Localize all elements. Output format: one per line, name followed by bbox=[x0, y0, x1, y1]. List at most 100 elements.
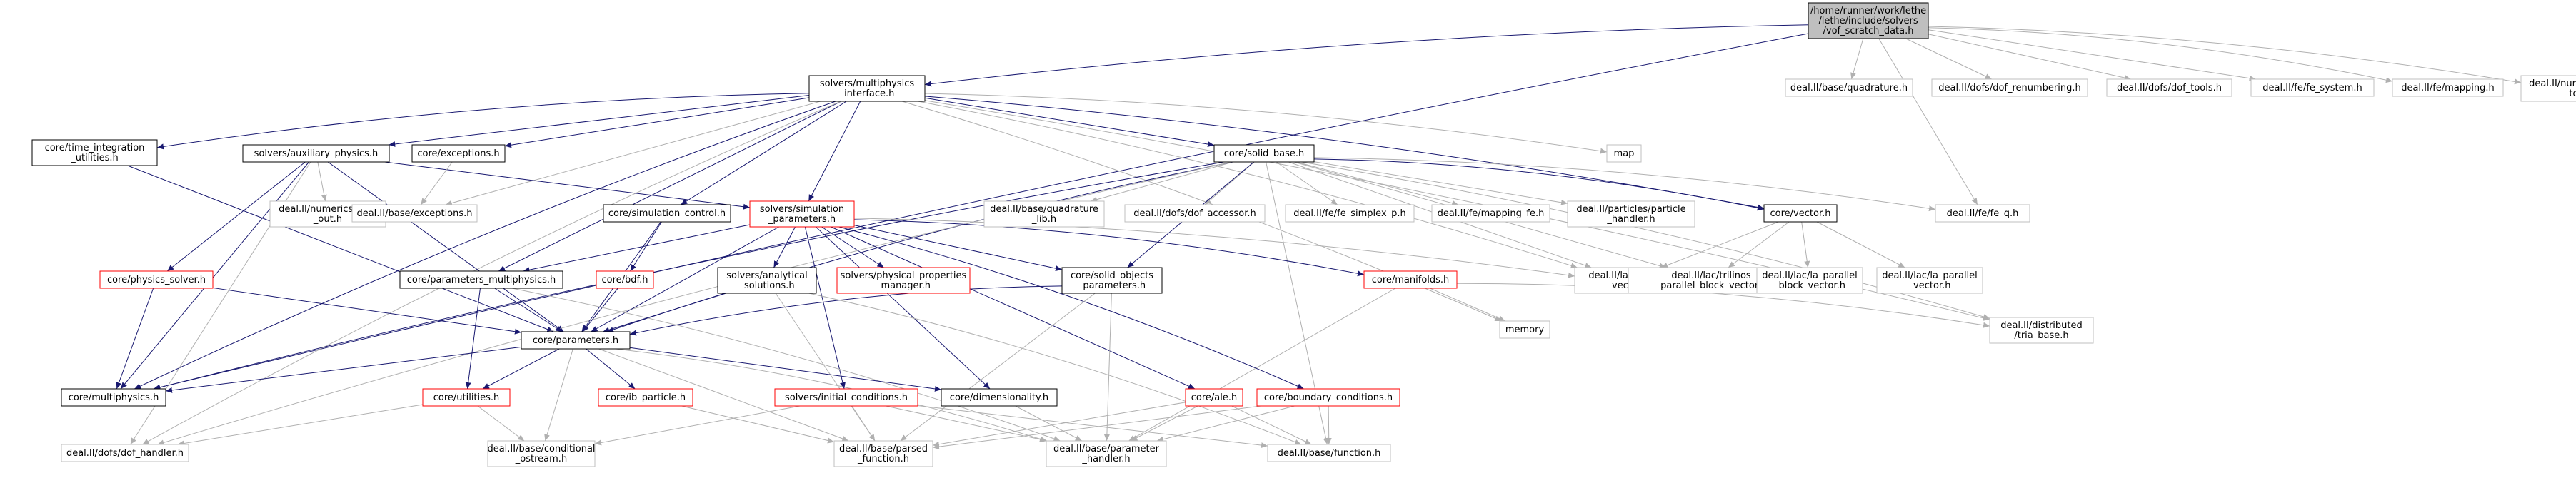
node-memory: memory bbox=[1499, 320, 1550, 339]
dependency-edge-params-to-ibparticle bbox=[586, 348, 636, 390]
node-baseexc: deal.II/base/exceptions.h bbox=[351, 204, 478, 223]
node-box-params bbox=[521, 331, 631, 350]
node-label-trilblock: _parallel_block_vector.h bbox=[1655, 280, 1767, 291]
node-mapfe: deal.II/fe/mapping_fe.h bbox=[1431, 204, 1550, 223]
node-params[interactable]: core/parameters.h bbox=[521, 331, 631, 350]
node-bc[interactable]: core/boundary_conditions.h bbox=[1256, 388, 1400, 407]
dependency-edge-solidbase-to-tria bbox=[1301, 161, 1990, 320]
node-renum: deal.II/dofs/dof_renumbering.h bbox=[1931, 78, 2088, 97]
node-label-timeint: core/time_integration bbox=[45, 143, 145, 153]
node-quadlib: deal.II/base/quadrature_lib.h bbox=[983, 200, 1105, 228]
node-initcond[interactable]: solvers/initial_conditions.h bbox=[774, 388, 918, 407]
node-box-quad bbox=[1785, 78, 1913, 97]
node-label-utilities: core/utilities.h bbox=[433, 392, 500, 403]
node-manifolds[interactable]: core/manifolds.h bbox=[1363, 270, 1458, 289]
node-box-mapfe bbox=[1431, 204, 1550, 223]
node-box-condostream bbox=[487, 440, 596, 467]
node-condostream: deal.II/base/conditional_ostream.h bbox=[487, 440, 596, 467]
node-label-analytical: solvers/analytical bbox=[726, 270, 807, 281]
dependency-edge-simparams-to-analytical bbox=[773, 226, 796, 268]
node-box-parsedfn bbox=[833, 440, 933, 467]
dependency-edge-auxphys-to-multiphysics bbox=[120, 161, 309, 390]
node-box-feq bbox=[1935, 204, 2030, 223]
dependency-edge-solidbase-to-dofacc bbox=[1204, 161, 1255, 205]
dependency-edge-params-to-condostream bbox=[544, 348, 573, 442]
node-label-root: /home/runner/work/lethe bbox=[1810, 6, 1926, 16]
dependency-edge-bc-to-paramhandler bbox=[1156, 405, 1295, 442]
node-fesys: deal.II/fe/fe_system.h bbox=[2250, 78, 2375, 97]
node-box-mapping bbox=[2392, 78, 2504, 97]
dependency-edge-manifolds-to-memory bbox=[1430, 288, 1505, 322]
node-label-physprop: solvers/physical_properties bbox=[841, 270, 967, 281]
node-label-physsolver: core/physics_solver.h bbox=[107, 275, 206, 285]
node-utilities[interactable]: core/utilities.h bbox=[422, 388, 511, 407]
node-label-quadlib: deal.II/base/quadrature bbox=[990, 204, 1098, 215]
dependency-edge-auxphys-to-physsolver bbox=[166, 161, 306, 272]
dependency-edge-bc-to-function bbox=[1325, 405, 1332, 445]
node-corevec[interactable]: core/vector.h bbox=[1763, 204, 1838, 223]
node-exc[interactable]: core/exceptions.h bbox=[411, 144, 506, 163]
node-box-bdf bbox=[596, 270, 654, 289]
node-label-ibparticle: core/ib_particle.h bbox=[606, 392, 686, 403]
node-label-lavec: _vector.h bbox=[1908, 280, 1951, 291]
node-solidbase[interactable]: core/solid_base.h bbox=[1213, 144, 1315, 163]
dependency-edge-solidbase-to-multiphysics bbox=[154, 161, 1224, 390]
node-label-doftools: deal.II/dofs/dof_tools.h bbox=[2117, 83, 2222, 93]
node-auxphys[interactable]: solvers/auxiliary_physics.h bbox=[242, 144, 390, 163]
node-quad: deal.II/base/quadrature.h bbox=[1785, 78, 1913, 97]
node-parmp[interactable]: core/parameters_multiphysics.h bbox=[399, 270, 563, 289]
node-map: map bbox=[1606, 144, 1642, 163]
dependency-edge-solidobj-to-paramhandler bbox=[1103, 293, 1112, 442]
dependency-edge-mp_iface-to-trilinos bbox=[918, 101, 1578, 269]
node-analytical[interactable]: solvers/analytical_solutions.h bbox=[717, 267, 817, 294]
node-timeint[interactable]: core/time_integration_utilities.h bbox=[31, 139, 158, 166]
node-label-dofacc: deal.II/dofs/dof_accessor.h bbox=[1133, 208, 1256, 219]
node-function: deal.II/base/function.h bbox=[1267, 444, 1391, 462]
node-label-simctrl: core/simulation_control.h bbox=[608, 208, 726, 219]
dependency-edge-corevec-to-trilinos bbox=[1660, 221, 1779, 268]
dependency-edge-physsolver-to-params bbox=[212, 287, 522, 335]
node-label-particle: _handler.h bbox=[1606, 214, 1655, 225]
node-paramhandler: deal.II/base/parameter_handler.h bbox=[1046, 440, 1167, 467]
dependency-edge-mp_iface-to-dofhandler bbox=[142, 101, 841, 445]
node-dimensionality[interactable]: core/dimensionality.h bbox=[941, 388, 1058, 407]
node-box-corevec bbox=[1763, 204, 1838, 223]
node-multiphysics[interactable]: core/multiphysics.h bbox=[61, 388, 166, 407]
node-label-solidbase: core/solid_base.h bbox=[1224, 148, 1305, 159]
node-label-root: /vof_scratch_data.h bbox=[1823, 26, 1914, 36]
node-simparams[interactable]: solvers/simulation_parameters.h bbox=[749, 200, 855, 228]
node-box-renum bbox=[1931, 78, 2088, 97]
dependency-edge-utilities-to-dofhandler bbox=[177, 404, 424, 447]
node-simctrl[interactable]: core/simulation_control.h bbox=[603, 204, 731, 223]
node-ibparticle[interactable]: core/ib_particle.h bbox=[598, 388, 693, 407]
dependency-edge-mp_iface-to-timeint bbox=[156, 93, 810, 150]
dependency-edge-root-to-mp_iface bbox=[924, 24, 1809, 87]
node-label-lavec: deal.II/lac/la_parallel bbox=[1882, 270, 1978, 281]
dependency-edge-root-to-quad bbox=[1850, 38, 1864, 80]
node-bdf[interactable]: core/bdf.h bbox=[596, 270, 654, 289]
node-box-dofhandler bbox=[61, 444, 189, 462]
node-box-function bbox=[1267, 444, 1391, 462]
node-label-quadlib: _lib.h bbox=[1031, 214, 1056, 225]
dependency-edge-initcond-to-paramhandler bbox=[886, 405, 1048, 443]
node-box-exc bbox=[411, 144, 506, 163]
dependency-edge-root-to-feq bbox=[1878, 38, 1978, 205]
node-lavec: deal.II/lac/la_parallel_vector.h bbox=[1876, 267, 1983, 294]
node-box-bc bbox=[1256, 388, 1400, 407]
node-box-fesimplex bbox=[1285, 204, 1415, 223]
dependency-edge-mp_iface-to-simctrl bbox=[680, 101, 847, 205]
node-mapping: deal.II/fe/mapping.h bbox=[2392, 78, 2504, 97]
node-box-manifolds bbox=[1363, 270, 1458, 289]
node-label-root: /lethe/include/solvers bbox=[1818, 16, 1918, 26]
node-mp_iface[interactable]: solvers/multiphysics_interface.h bbox=[808, 75, 926, 102]
node-physprop[interactable]: solvers/physical_properties_manager.h bbox=[836, 267, 971, 294]
node-box-dofacc bbox=[1124, 204, 1266, 223]
node-physsolver[interactable]: core/physics_solver.h bbox=[99, 270, 214, 289]
dependency-edge-dimensionality-to-paramhandler bbox=[1015, 405, 1083, 442]
dependency-edge-ale-to-paramhandler bbox=[1131, 405, 1198, 442]
node-root[interactable]: /home/runner/work/lethe/lethe/include/so… bbox=[1808, 2, 1929, 39]
node-solidobj[interactable]: core/solid_objects_parameters.h bbox=[1061, 267, 1163, 294]
node-ale[interactable]: core/ale.h bbox=[1185, 388, 1243, 407]
dependency-edge-root-to-multiphysics bbox=[153, 33, 1809, 390]
dependency-edge-analytical-to-function bbox=[808, 293, 1302, 445]
